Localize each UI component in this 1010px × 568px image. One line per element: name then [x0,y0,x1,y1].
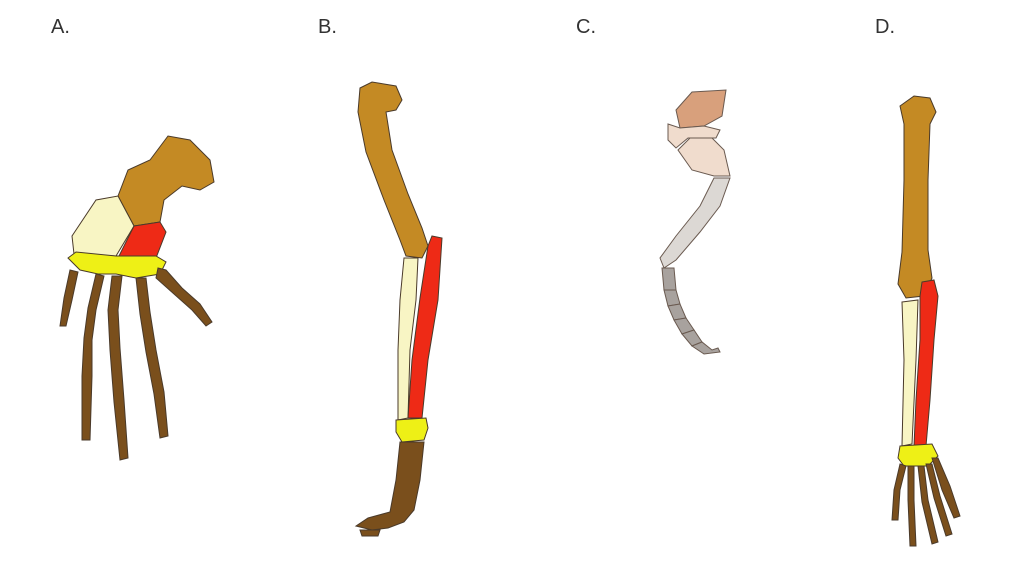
limb-b-humerus [357,81,429,259]
limb-d-ulna [901,299,919,447]
limb-c-tarsus [661,267,721,355]
limb-a-radius [117,221,167,259]
limb-c-coxa [675,89,727,129]
panel-label-a: A. [51,16,70,38]
limb-c-femur-base [677,137,731,177]
limb-b-wing [354,81,443,537]
limb-c-trochanter [667,123,721,149]
panel-label-d: D. [875,16,895,38]
limb-d-carpals [897,443,939,467]
limb-a-carpals [67,251,167,279]
limb-d-human-arm [891,95,961,547]
panel-label-b: B. [318,16,337,38]
limb-d-phalanges [891,457,961,547]
limb-c-tibia [659,177,731,269]
panel-label-c: C. [576,16,596,38]
limb-c-insect-leg [659,89,731,355]
limb-a-humerus [117,135,215,227]
limb-d-humerus [897,95,937,299]
limb-a-hand [59,135,215,461]
limb-b-carpals [395,417,429,443]
limb-a-phalanges [59,267,213,461]
limb-b-radius [407,235,443,419]
limb-b-phalanges [354,441,425,537]
